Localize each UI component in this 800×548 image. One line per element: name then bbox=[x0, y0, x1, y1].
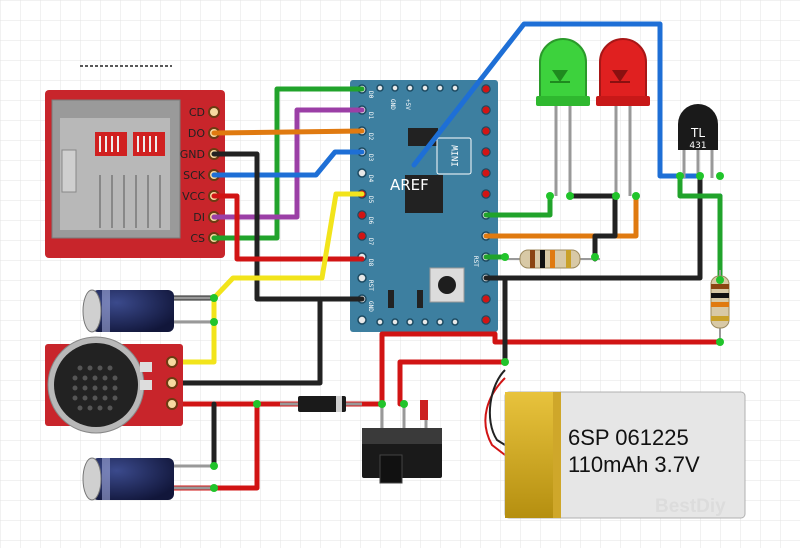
microcontroller-chip bbox=[405, 175, 443, 213]
board-pin-label: RST bbox=[472, 256, 479, 267]
wire-black-led-common bbox=[567, 193, 618, 262]
board-pin-label: D2 bbox=[367, 133, 374, 141]
board-pin-label: D8 bbox=[367, 259, 374, 267]
sd-pin-label: DI bbox=[193, 211, 205, 224]
board-pin-label: D6 bbox=[367, 217, 374, 225]
board-pin-label: GND bbox=[389, 99, 396, 110]
logo-box bbox=[436, 137, 472, 175]
wire-green-cs bbox=[211, 86, 365, 241]
capacitor-lower bbox=[82, 457, 214, 501]
wires bbox=[169, 21, 723, 491]
battery-label-line1: 6SP 061225 bbox=[568, 425, 689, 450]
wire-green-led bbox=[483, 193, 553, 218]
regulator-label: TL bbox=[690, 126, 705, 140]
wire-black-sd-gnd bbox=[211, 151, 365, 302]
board-pin-label: D7 bbox=[367, 238, 374, 246]
tl431-regulator: TL 431 bbox=[678, 104, 718, 178]
battery-lead-black bbox=[488, 369, 506, 446]
wire-red-diode-switch bbox=[343, 331, 723, 407]
sd-pin-label: VCC bbox=[182, 190, 205, 203]
sd-pin-label: GND bbox=[180, 148, 205, 161]
sd-pin-label: CD bbox=[189, 106, 205, 119]
lipo-battery: 6SP 061225 110mAh 3.7V bbox=[504, 391, 746, 519]
junctions bbox=[210, 172, 724, 492]
wire-red-sd-vcc bbox=[211, 193, 365, 262]
wire-yellow-mic bbox=[169, 191, 365, 365]
regulator-label: 431 bbox=[689, 141, 706, 151]
sd-card-module: CD DO GND SCK VCC DI CS bbox=[45, 90, 225, 258]
battery-lead-red bbox=[484, 377, 506, 456]
wire-orange-do bbox=[211, 128, 365, 136]
arduino-pro-mini: INIW AREF D0 D1 D2 D3 D4 D5 D6 D7 D8 RST… bbox=[350, 80, 498, 332]
sd-pin-label: CS bbox=[190, 232, 205, 245]
sd-latch bbox=[61, 149, 77, 193]
aref-label: AREF bbox=[390, 176, 429, 194]
wire-green-regulator bbox=[677, 173, 723, 283]
microphone-module bbox=[45, 336, 183, 434]
green-led bbox=[536, 38, 590, 196]
wire-orange-led bbox=[483, 193, 639, 239]
sd-pin-label: SCK bbox=[183, 169, 206, 182]
board-pin-label: D3 bbox=[367, 154, 374, 162]
board-pin-label: D0 bbox=[367, 91, 374, 99]
wire-black-gnd-right bbox=[483, 173, 703, 281]
watermark: BestDiy bbox=[655, 496, 726, 517]
reset-button-cap[interactable] bbox=[438, 276, 456, 294]
board-pin-label: D5 bbox=[367, 196, 374, 204]
board-pin-label: RST bbox=[367, 280, 374, 291]
capacitor-upper bbox=[82, 289, 214, 333]
wire-blue-sck bbox=[211, 149, 365, 178]
red-led bbox=[596, 38, 650, 196]
board-pin-label: +5V bbox=[404, 99, 411, 110]
wire-red-batt bbox=[397, 359, 508, 407]
slide-switch[interactable] bbox=[362, 400, 442, 484]
resistor-vertical bbox=[710, 270, 730, 342]
battery-label-line2: 110mAh 3.7V bbox=[568, 452, 700, 477]
resistor-horizontal bbox=[505, 249, 600, 269]
board-pin-label: GND bbox=[367, 301, 374, 312]
wire-black-mic-gnd bbox=[169, 296, 323, 386]
board-pin-label: D4 bbox=[367, 175, 374, 183]
board-logo: INIW bbox=[451, 145, 461, 167]
board-pin-label: D1 bbox=[367, 112, 374, 120]
sd-pin-label: DO bbox=[188, 127, 205, 140]
diode bbox=[280, 396, 362, 412]
